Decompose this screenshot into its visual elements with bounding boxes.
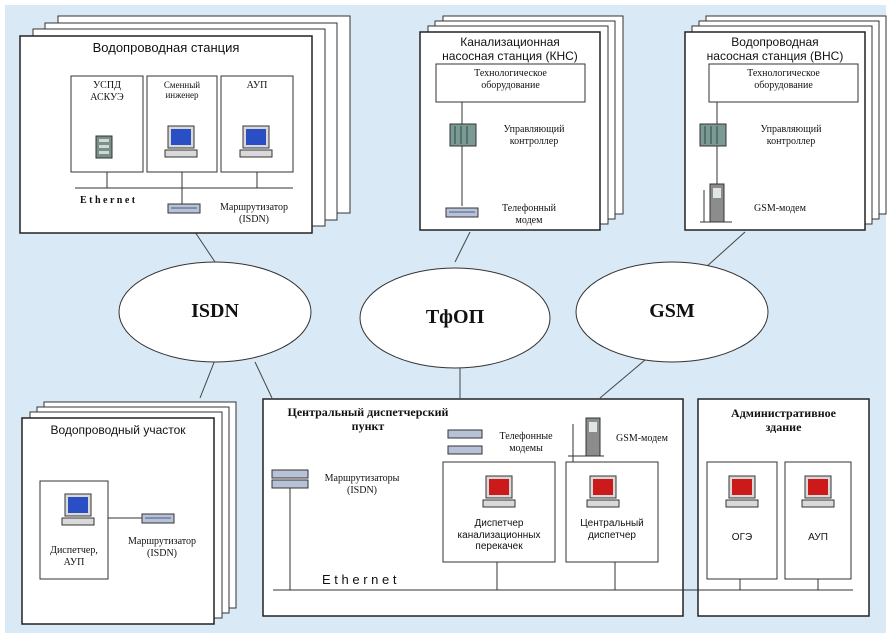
gsm-modem-icon <box>568 417 604 457</box>
vns-gsm-label: GSM-модем <box>754 203 806 214</box>
gsm-modem-icon <box>700 183 732 223</box>
pstn-label: ТфОП <box>425 306 485 328</box>
central-ethernet-label: E t h e r n e t <box>322 572 397 587</box>
central-title: Центральный диспетчерский пункт <box>287 405 449 433</box>
pstn-network-ellipse <box>359 267 551 369</box>
section-router-label: Маршрутизатор (ISDN) <box>128 536 196 559</box>
chief-dispatcher-label: Центральный диспетчер <box>580 518 644 541</box>
central-modems-label: Телефонные модемы <box>499 431 553 454</box>
kns-controller-label: Управляющий контроллер <box>503 124 565 147</box>
monitor-icon <box>239 125 273 158</box>
water-section-title: Водопроводный участок <box>50 423 186 437</box>
vns-title: Водопроводная насосная станция (ВНС) <box>706 35 844 63</box>
gsm-label: GSM <box>649 300 695 322</box>
link-vns-gsm <box>704 231 746 269</box>
link-water-station-isdn <box>194 231 216 263</box>
monitor-icon <box>586 475 620 508</box>
link-kns-pstn <box>454 231 471 263</box>
modem-icon <box>445 207 479 218</box>
vns-controller-label: Управляющий контроллер <box>760 124 822 147</box>
monitor-icon <box>61 493 95 526</box>
uspd-label: УСПД АСКУЭ <box>90 80 124 103</box>
admin-aup-label: АУП <box>808 532 828 543</box>
router-icon <box>271 469 309 489</box>
isdn-label: ISDN <box>191 300 239 322</box>
aup-label: АУП <box>246 80 268 91</box>
monitor-icon <box>482 475 516 508</box>
kns-modem-label: Телефонный модем <box>502 203 556 226</box>
vns-equipment-box <box>708 63 859 103</box>
sewer-dispatcher-label: Диспетчер канализационных перекачек <box>457 518 541 552</box>
monitor-icon <box>164 125 198 158</box>
central-gsm-label: GSM-модем <box>616 433 668 444</box>
vns-equipment-label: Технологическое оборудование <box>747 68 820 91</box>
central-routers-label: Маршрутизаторы (ISDN) <box>324 473 400 496</box>
engineer-label: Сменный инженер <box>163 80 201 101</box>
modem-icon <box>447 429 483 455</box>
oge-label: ОГЭ <box>731 532 753 543</box>
gsm-network-ellipse <box>575 261 769 363</box>
link-isdn-central <box>254 361 273 399</box>
admin-title: Административное здание <box>731 406 836 434</box>
controller-icon <box>449 123 477 147</box>
monitor-icon <box>725 475 759 508</box>
kns-title: Канализационная насосная станция (КНС) <box>442 35 578 63</box>
water-station-router-label: Маршрутизатор (ISDN) <box>220 202 288 225</box>
water-station-title: Водопроводная станция <box>92 40 240 55</box>
water-station-ethernet-label: E t h e r n e t <box>80 195 136 206</box>
server-cabinet-icon <box>95 135 113 159</box>
router-icon <box>167 203 201 214</box>
link-isdn-section <box>199 359 216 399</box>
section-dispatcher-label: Диспетчер, АУП <box>50 545 98 568</box>
controller-icon <box>699 123 727 147</box>
link-gsm-central <box>599 359 646 399</box>
kns-equipment-box <box>435 63 586 103</box>
kns-equipment-label: Технологическое оборудование <box>474 68 547 91</box>
isdn-network-ellipse <box>118 261 312 363</box>
router-icon <box>141 513 175 524</box>
monitor-icon <box>801 475 835 508</box>
